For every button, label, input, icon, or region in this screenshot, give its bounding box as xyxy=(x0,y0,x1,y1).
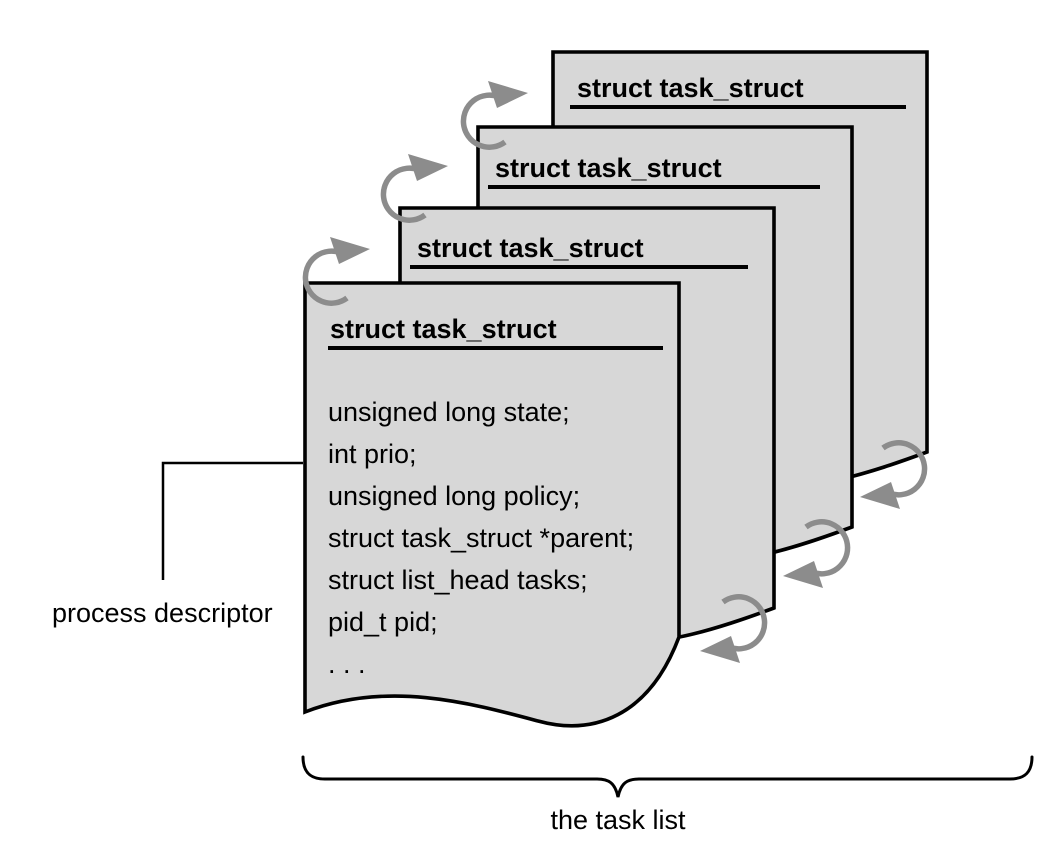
task-list-brace xyxy=(301,755,1034,798)
struct-field-tasks: struct list_head tasks; xyxy=(328,565,588,595)
struct-field-policy: unsigned long policy; xyxy=(328,481,580,511)
card-title: struct task_struct xyxy=(495,153,722,183)
card-title: struct task_struct xyxy=(417,233,644,263)
card-title: struct task_struct xyxy=(330,314,557,344)
card-title: struct task_struct xyxy=(577,73,804,103)
task-list-label: the task list xyxy=(550,805,686,835)
struct-field-more: . . . xyxy=(328,649,366,679)
process-descriptor-label: process descriptor xyxy=(52,598,273,628)
struct-field-pid: pid_t pid; xyxy=(328,607,438,637)
task-struct-card-front: struct task_struct unsigned long state; … xyxy=(303,281,681,728)
struct-field-parent: struct task_struct *parent; xyxy=(328,523,634,553)
struct-field-state: unsigned long state; xyxy=(328,397,570,427)
process-descriptor-connector xyxy=(161,461,303,580)
struct-field-prio: int prio; xyxy=(328,439,417,469)
card-shape xyxy=(303,281,681,728)
